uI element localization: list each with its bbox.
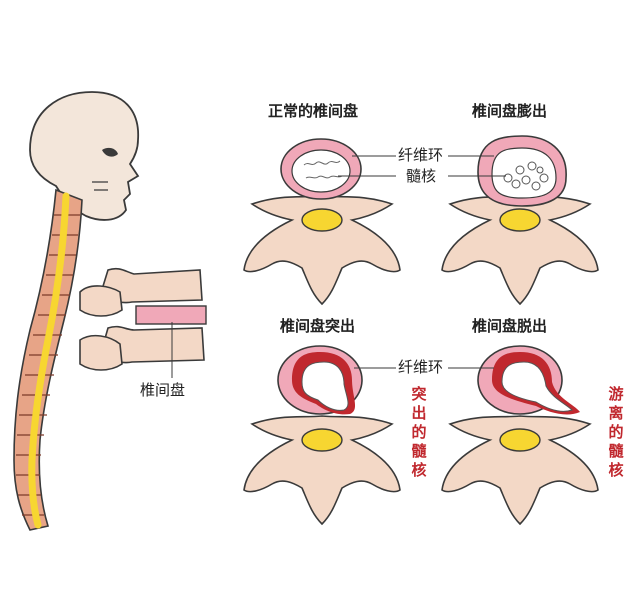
title-normal-disc: 正常的椎间盘 [268, 102, 359, 120]
normal-disc [243, 195, 401, 305]
extrusion-disc-top [477, 345, 580, 415]
protrusion-disc [243, 415, 401, 525]
bulge-disc-top [477, 135, 567, 207]
protrusion-disc-top [277, 345, 363, 415]
leader-lines [338, 155, 506, 369]
label-nucleus-top: 髓核 [406, 167, 437, 185]
label-annulus-bottom: 纤维环 [398, 358, 444, 376]
label-free-nucleus: 游离的髓核 [608, 385, 624, 479]
normal-disc-top [280, 138, 362, 200]
title-disc-extrusion: 椎间盘脱出 [472, 317, 548, 335]
title-disc-bulge: 椎间盘膨出 [472, 102, 548, 120]
bulge-disc [441, 195, 599, 305]
label-annulus-top: 纤维环 [398, 146, 444, 164]
title-disc-protrusion: 椎间盘突出 [280, 317, 356, 335]
extrusion-disc [441, 415, 599, 525]
label-protruded-nucleus: 突出的髓核 [411, 385, 427, 479]
spine-figure [13, 91, 140, 531]
label-disc: 椎间盘 [140, 381, 186, 399]
vertebra-side-view [79, 267, 207, 378]
